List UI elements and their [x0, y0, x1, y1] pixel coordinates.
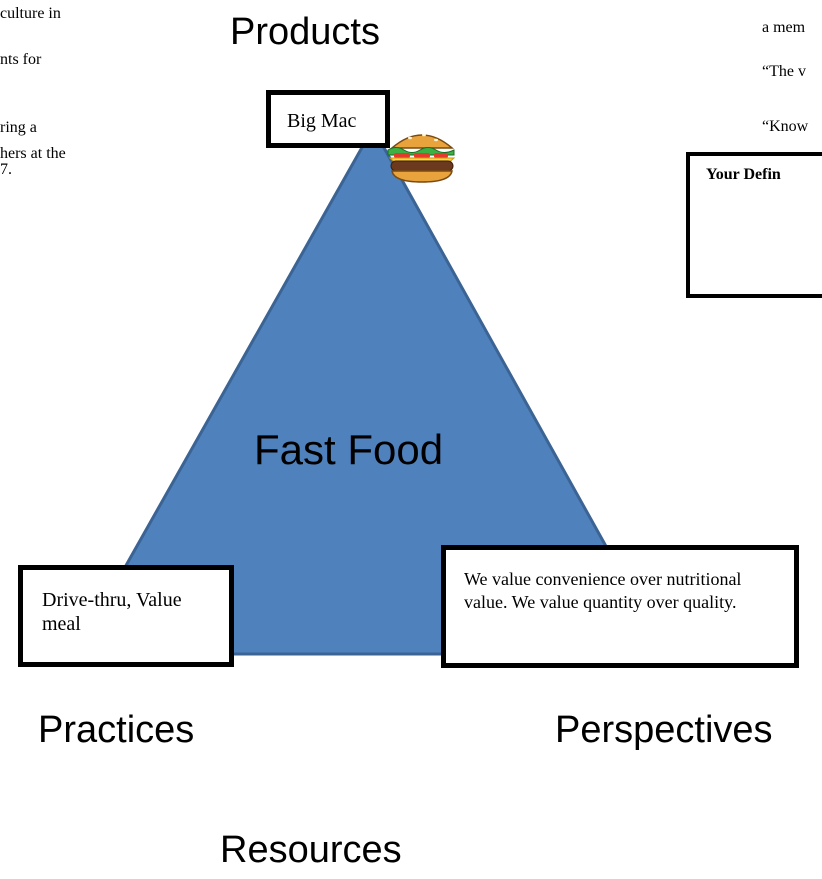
left-text-line-2: nts for [0, 51, 42, 68]
left-text-line-1: culture in [0, 5, 61, 22]
right-text-line-2: “The v [762, 63, 806, 80]
practices-box-text: Drive-thru, Value meal [42, 589, 182, 635]
products-box: Big Mac [266, 90, 390, 148]
perspectives-box: We value convenience over nutritional va… [441, 545, 799, 668]
definition-label: Your Defin [706, 166, 781, 183]
definition-box: Your Defin [686, 152, 822, 298]
left-text-line-4: hers at the [0, 145, 66, 162]
right-text-line-1: a mem [762, 19, 806, 36]
right-text-line-3: “Know [762, 118, 809, 135]
center-label: Fast Food [254, 426, 444, 473]
heading-products: Products [230, 11, 380, 53]
practices-box: Drive-thru, Value meal [18, 565, 234, 667]
products-box-text: Big Mac [287, 110, 357, 132]
heading-practices: Practices [38, 709, 195, 751]
triangle [73, 124, 669, 656]
left-text-line-5: 7. [0, 161, 12, 178]
heading-resources: Resources [220, 829, 402, 871]
perspectives-box-text: We value convenience over nutritional va… [464, 569, 742, 612]
left-text-line-3: ring a [0, 119, 37, 136]
heading-perspectives: Perspectives [555, 709, 773, 751]
hamburger-icon [387, 133, 456, 183]
